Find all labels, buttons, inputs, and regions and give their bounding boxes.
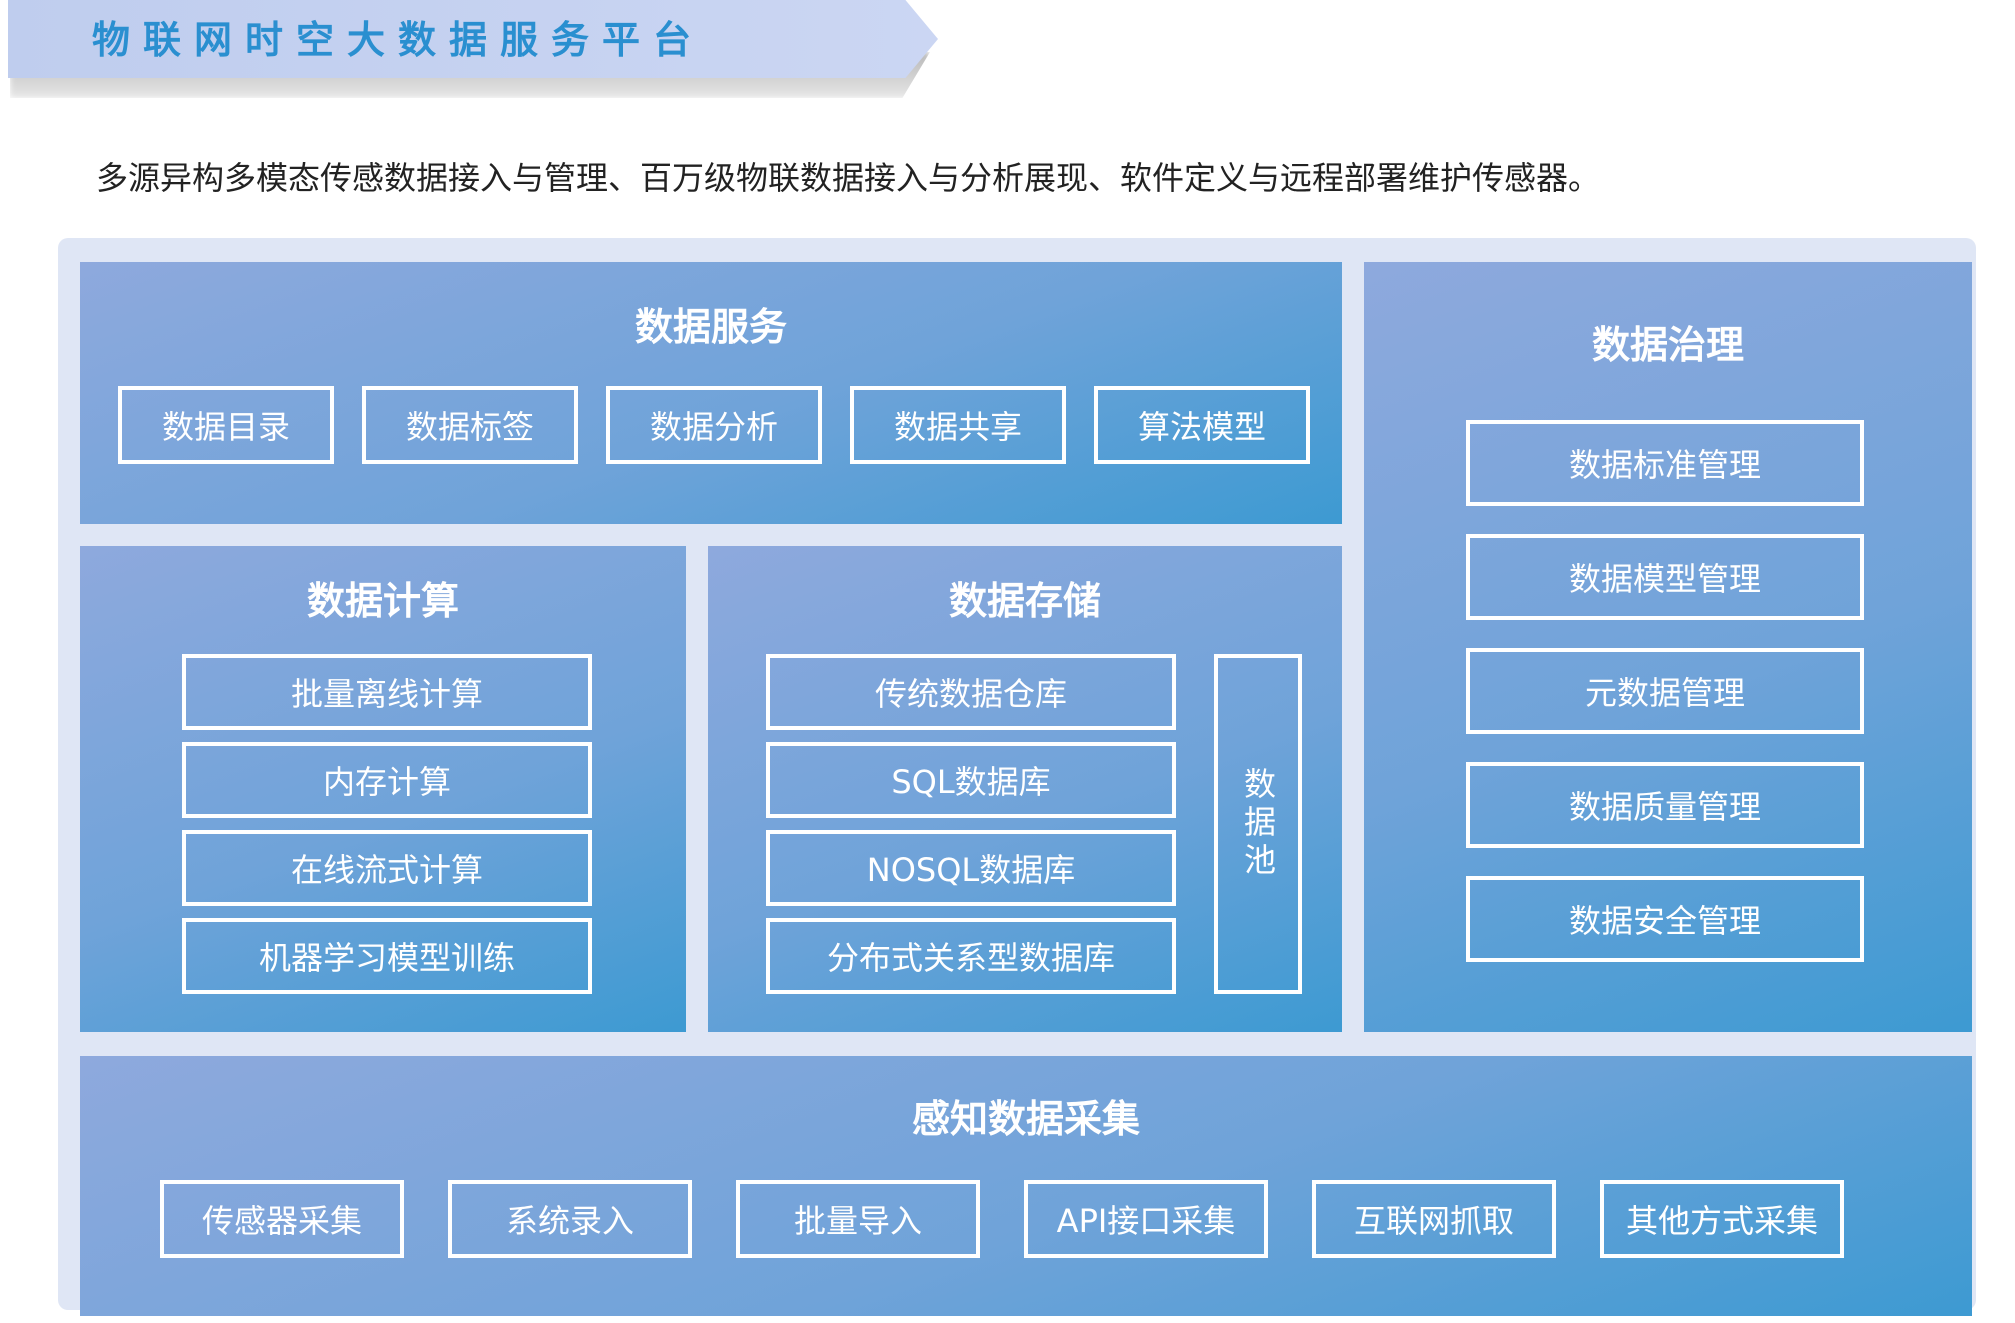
data-governance-title: 数据治理 (1591, 323, 1744, 367)
service-item-analysis: 数据分析 (606, 386, 822, 464)
compute-item-online-streaming: 在线流式计算 (182, 830, 592, 906)
service-item-algorithm-models: 算法模型 (1094, 386, 1310, 464)
governance-item-models: 数据模型管理 (1466, 534, 1864, 620)
collection-item-system-entry: 系统录入 (448, 1180, 692, 1258)
service-item-sharing: 数据共享 (850, 386, 1066, 464)
governance-item-metadata: 元数据管理 (1466, 648, 1864, 734)
storage-item-data-warehouse: 传统数据仓库 (766, 654, 1176, 730)
storage-item-distributed-relational: 分布式关系型数据库 (766, 918, 1176, 994)
page-title: 物联网时空大数据服务平台 (92, 18, 705, 62)
storage-item-nosql-database: NOSQL数据库 (766, 830, 1176, 906)
data-service-panel: 数据服务 (80, 262, 1342, 524)
service-item-tags: 数据标签 (362, 386, 578, 464)
compute-item-batch-offline: 批量离线计算 (182, 654, 592, 730)
collection-item-batch-import: 批量导入 (736, 1180, 980, 1258)
data-storage-panel: 数据存储 (708, 546, 1342, 1032)
data-compute-panel: 数据计算 (80, 546, 686, 1032)
governance-item-standards: 数据标准管理 (1466, 420, 1864, 506)
compute-item-in-memory: 内存计算 (182, 742, 592, 818)
storage-item-sql-database: SQL数据库 (766, 742, 1176, 818)
title-banner (8, 0, 938, 78)
storage-data-pool: 数据池 (1214, 654, 1302, 994)
collection-item-sensor: 传感器采集 (160, 1180, 404, 1258)
data-storage-title: 数据存储 (948, 579, 1101, 623)
data-service-title: 数据服务 (634, 305, 787, 349)
platform-description: 多源异构多模态传感数据接入与管理、百万级物联数据接入与分析展现、软件定义与远程部… (96, 159, 1601, 197)
data-governance-panel: 数据治理 (1364, 262, 1972, 1032)
compute-item-ml-training: 机器学习模型训练 (182, 918, 592, 994)
service-item-catalog: 数据目录 (118, 386, 334, 464)
collection-item-other: 其他方式采集 (1600, 1180, 1844, 1258)
governance-item-security: 数据安全管理 (1466, 876, 1864, 962)
data-collection-title: 感知数据采集 (911, 1097, 1140, 1141)
collection-item-web-crawl: 互联网抓取 (1312, 1180, 1556, 1258)
data-compute-title: 数据计算 (306, 579, 459, 623)
collection-item-api: API接口采集 (1024, 1180, 1268, 1258)
governance-item-quality: 数据质量管理 (1466, 762, 1864, 848)
